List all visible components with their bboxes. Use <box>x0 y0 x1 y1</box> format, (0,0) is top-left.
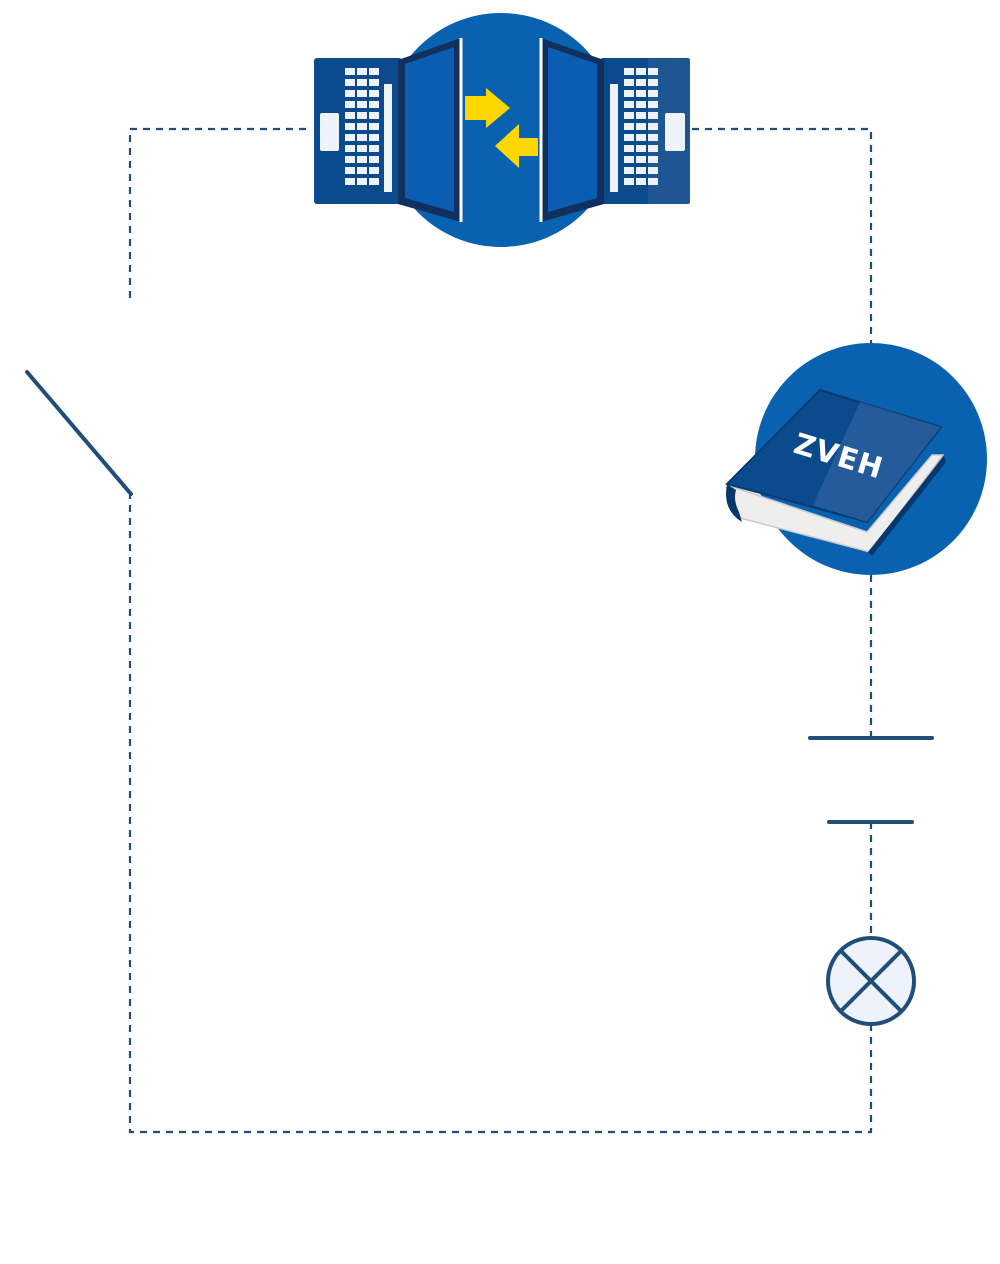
arrow-left-icon <box>495 124 538 168</box>
book-icon: ZVEH <box>725 343 987 575</box>
wire-top-right <box>692 127 873 345</box>
circuit-wires <box>128 127 873 1134</box>
laptop-exchange-icon <box>314 13 690 247</box>
wire-top-left <box>128 127 312 298</box>
battery-symbol-icon <box>808 736 934 824</box>
wire-bottom <box>128 494 873 1134</box>
arrow-right-icon <box>465 88 510 128</box>
switch-symbol-icon <box>25 370 133 496</box>
lamp-symbol-icon <box>826 936 916 1026</box>
